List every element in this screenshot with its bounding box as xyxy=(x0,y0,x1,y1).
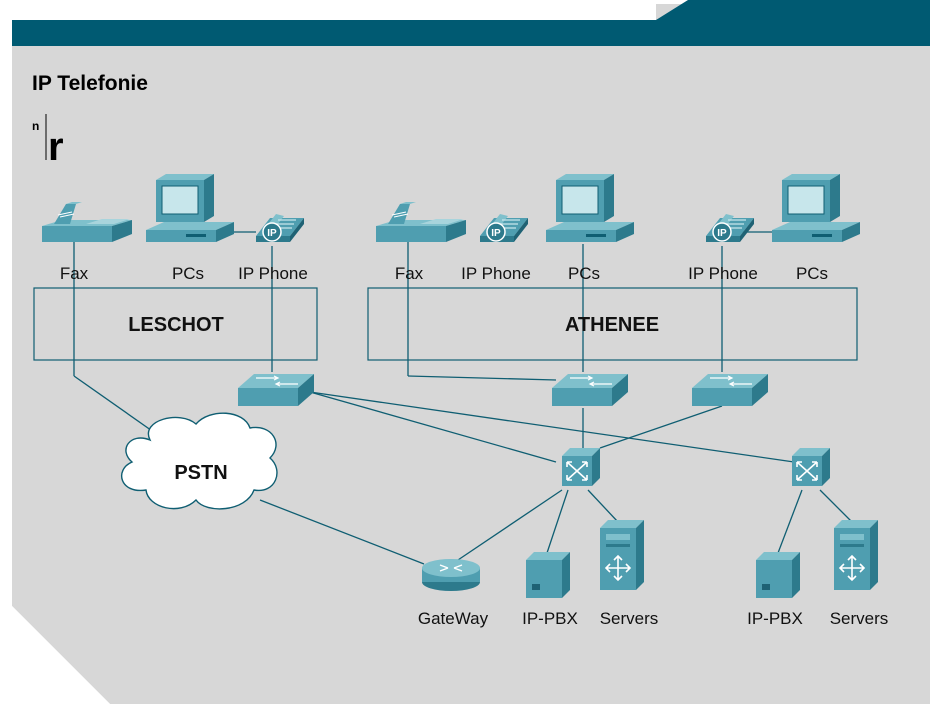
router-icon xyxy=(421,558,481,592)
zone-athenee-label: ATHENEE xyxy=(565,314,659,336)
cloud-icon xyxy=(121,412,278,510)
label-athenee-ipphone-2: IP Phone xyxy=(688,264,758,283)
svg-text:n: n xyxy=(32,119,39,133)
multilayer-switch-icon xyxy=(791,447,831,487)
label-athenee-pcs-2: PCs xyxy=(796,264,828,283)
label-leschot-pcs: PCs xyxy=(172,264,204,283)
label-servers-1: Servers xyxy=(600,609,659,628)
workgroup-switch-icon xyxy=(551,373,629,407)
header-bar xyxy=(12,0,930,46)
label-gateway: GateWay xyxy=(418,609,489,628)
label-ip-pbx-2: IP-PBX xyxy=(747,609,803,628)
company-logo: n r xyxy=(32,114,64,169)
svg-text:r: r xyxy=(48,125,64,169)
label-ip-pbx-1: IP-PBX xyxy=(522,609,578,628)
zone-leschot-label: LESCHOT xyxy=(128,314,224,336)
zone-athenee xyxy=(367,287,858,361)
label-athenee-ipphone-1: IP Phone xyxy=(461,264,531,283)
page-background xyxy=(12,4,930,704)
workgroup-switch-icon xyxy=(237,373,315,407)
label-leschot-fax: Fax xyxy=(60,264,89,283)
page-title: IP Telefonie xyxy=(32,72,148,95)
server-icon xyxy=(599,519,645,591)
workgroup-switch-icon xyxy=(691,373,769,407)
label-athenee-pcs-1: PCs xyxy=(568,264,600,283)
ip-pbx-icon xyxy=(526,552,570,598)
label-leschot-ipphone: IP Phone xyxy=(238,264,308,283)
label-servers-2: Servers xyxy=(830,609,889,628)
multilayer-switch-icon xyxy=(561,447,601,487)
server-icon xyxy=(833,519,879,591)
zone-leschot xyxy=(33,287,318,361)
pstn-label: PSTN xyxy=(174,462,227,484)
label-athenee-fax: Fax xyxy=(395,264,424,283)
ip-pbx-icon xyxy=(756,552,800,598)
